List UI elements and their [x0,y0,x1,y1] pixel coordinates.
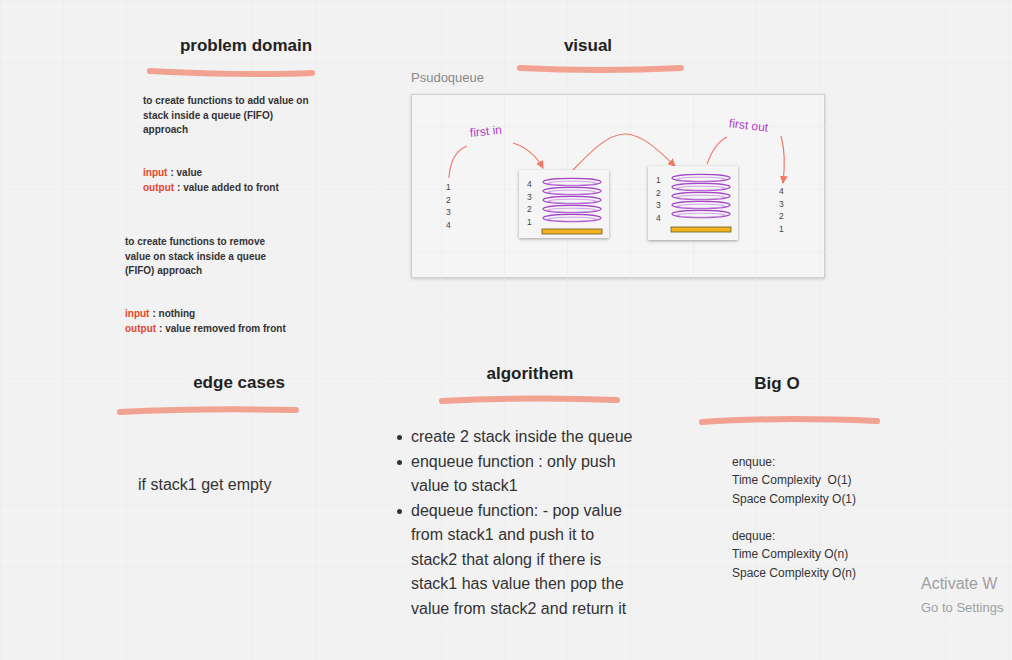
description-text: to create functions to add value on stac… [143,94,315,138]
stack-base [671,227,731,232]
stack-disc [548,208,596,212]
bullet-dot [397,435,402,440]
stack-base [542,229,602,234]
io-keyword: input [143,166,167,181]
stack-illustration [519,170,609,238]
flow-arrow [707,137,727,164]
stack-disc [543,214,601,221]
stack-disc [672,192,730,199]
stack-disc [677,213,725,217]
stack-illustration [648,166,738,240]
stack-disc [672,183,730,190]
heading-underline [150,71,312,74]
stack-disc [672,174,730,181]
heading-underline [702,419,877,422]
algorithm-step: create 2 stack inside the queue [411,425,639,450]
io-value: : value removed from front [159,322,286,337]
stack-disc [548,181,596,185]
stack-disc [543,205,601,212]
stack-disc [543,187,601,194]
panel-title: Psudoqueue [411,70,825,86]
stack-disc [548,217,596,221]
watermark: Go to Settings [921,600,1003,616]
queue-panel: Psudoqueue 4 3 2 1 1 2 3 4 [411,70,825,278]
stack-box: 4 3 2 1 [519,170,609,238]
complexity-text: Time Complexity O(1) [732,473,852,488]
flow-arrow [781,136,784,183]
stack-disc [543,196,601,203]
heading-underline [120,409,296,412]
complexity-text: Time Complexity O(n) [732,547,848,562]
output-values: 4 3 2 1 [779,185,784,235]
stack-disc [672,201,730,208]
heading-underline [520,68,681,70]
io-value: : value added to front [177,181,279,196]
flow-arrow [513,143,543,168]
io-keyword: output [143,181,174,196]
stack-disc [672,210,730,217]
stack-disc [677,186,725,190]
stack-values: 4 3 2 1 [527,178,532,228]
section-heading: problem domain [146,35,346,57]
io-value: : value [170,166,202,181]
stack-disc [677,195,725,199]
transfer-arrow [573,134,675,170]
section-heading: edge cases [139,372,339,394]
stack-disc [677,204,725,208]
bullet-dot [397,460,402,465]
stack-disc [543,178,601,185]
algorithm-step: dequeue function: - pop value from stack… [411,499,639,622]
complexity-text: Space Complexity O(1) [732,492,856,507]
section-heading: algorithem [430,363,630,385]
stack-disc [548,199,596,203]
section-heading: Big O [677,373,877,395]
description-text: to create functions to remove value on s… [125,235,280,279]
complexity-text: enquue: [732,455,775,470]
algorithm-step: enqueue function : only push value to st… [411,450,639,499]
stack-box: 1 2 3 4 [648,166,738,240]
complexity-text: dequue: [732,529,775,544]
io-keyword: input [125,307,149,322]
watermark: Activate W [921,574,997,594]
stack-disc [677,177,725,181]
complexity-text: Space Complexity O(n) [732,566,856,581]
stack-disc [548,190,596,194]
heading-underline [442,399,617,401]
io-value: : nothing [152,307,195,322]
input-values: 1 2 3 4 [446,181,451,231]
io-keyword: output [125,322,156,337]
edge-case-text: if stack1 get empty [138,475,271,495]
flow-arrow [449,146,467,178]
stack-values: 1 2 3 4 [656,174,661,224]
section-heading: visual [488,35,688,57]
bullet-dot [397,509,402,514]
